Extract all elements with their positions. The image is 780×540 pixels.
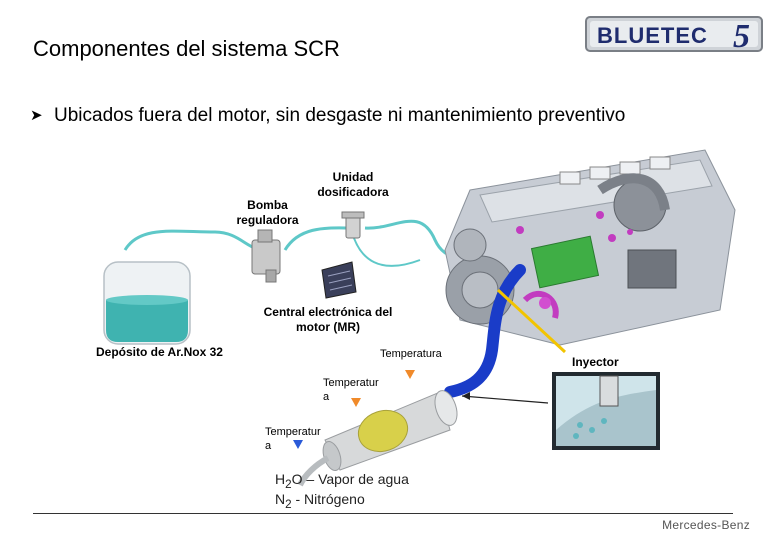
brand-wordmark: Mercedes-Benz xyxy=(662,518,750,532)
scr-catalyst xyxy=(297,390,458,487)
bullet-item: ➤ Ubicados fuera del motor, sin desgaste… xyxy=(30,104,630,128)
injector-label: Inyector xyxy=(572,355,619,369)
tank-label: Depósito de Ar.Nox 32 xyxy=(96,345,223,359)
temperature-marker-3 xyxy=(293,440,303,449)
ecu xyxy=(321,261,357,299)
temperature-marker-2 xyxy=(351,398,361,407)
return-pipe xyxy=(351,231,421,267)
exhaust-pipe xyxy=(444,264,526,398)
page-title: Componentes del sistema SCR xyxy=(33,36,340,61)
temperature-label-1: Temperatura xyxy=(380,348,442,360)
dosing-unit xyxy=(341,211,365,239)
nitrogen-line: N2 - Nitrógeno xyxy=(275,491,365,511)
bullet-text: Ubicados fuera del motor, sin desgaste n… xyxy=(54,105,626,126)
pressure-pipe xyxy=(283,226,353,251)
injector-callout-line xyxy=(496,288,567,354)
temperature-marker-1 xyxy=(405,370,415,379)
injector-pointer-arrow xyxy=(461,395,549,404)
pump xyxy=(251,229,281,283)
footer-divider xyxy=(33,513,733,514)
dosing-unit-label: Unidad dosificadora xyxy=(317,170,389,199)
bluetec-logo: BLUETEC 5 xyxy=(585,16,763,54)
adblue-tank xyxy=(103,261,191,345)
logo-number: 5 xyxy=(733,18,750,54)
engine xyxy=(444,149,736,346)
injector-photo xyxy=(552,372,660,450)
ecu-label: Central electrónica del motor (MR) xyxy=(263,305,393,334)
logo-text: BLUETEC xyxy=(597,23,708,48)
supply-pipe xyxy=(123,229,256,251)
temperature-label-2: Temperatur a xyxy=(323,377,379,403)
water-vapor-line: H2O – Vapor de agua xyxy=(275,471,409,491)
pump-label: Bomba reguladora xyxy=(236,198,299,227)
temperature-label-3: Temperatur a xyxy=(265,426,321,452)
arrow-bullet-icon: ➤ xyxy=(30,107,43,124)
